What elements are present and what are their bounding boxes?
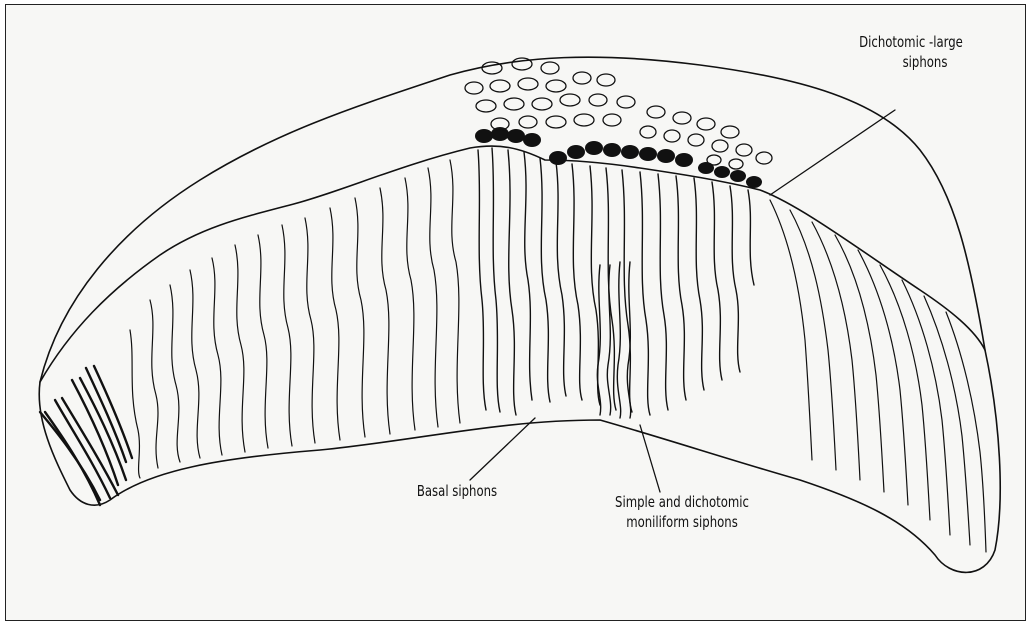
label-basal-siphons: Basal siphons xyxy=(406,482,507,501)
left-siphon-tubes xyxy=(130,160,460,478)
dark-siphon-heads xyxy=(475,127,762,188)
leader-lines xyxy=(470,110,895,492)
leader-dichotomic xyxy=(770,110,895,195)
inner-siphon-boundary xyxy=(40,146,985,382)
leader-basal xyxy=(470,418,535,480)
right-siphon-tubes xyxy=(770,200,986,552)
label-dichotomic-large-line1: Dichotomic -large xyxy=(853,33,970,52)
central-siphon-tubes xyxy=(478,148,754,415)
label-moniliform-line1: Simple and dichotomic xyxy=(604,493,760,512)
label-moniliform-line2: moniliform siphons xyxy=(604,513,760,532)
label-dichotomic-large-line2: siphons xyxy=(867,53,984,72)
left-ribs xyxy=(40,366,132,505)
